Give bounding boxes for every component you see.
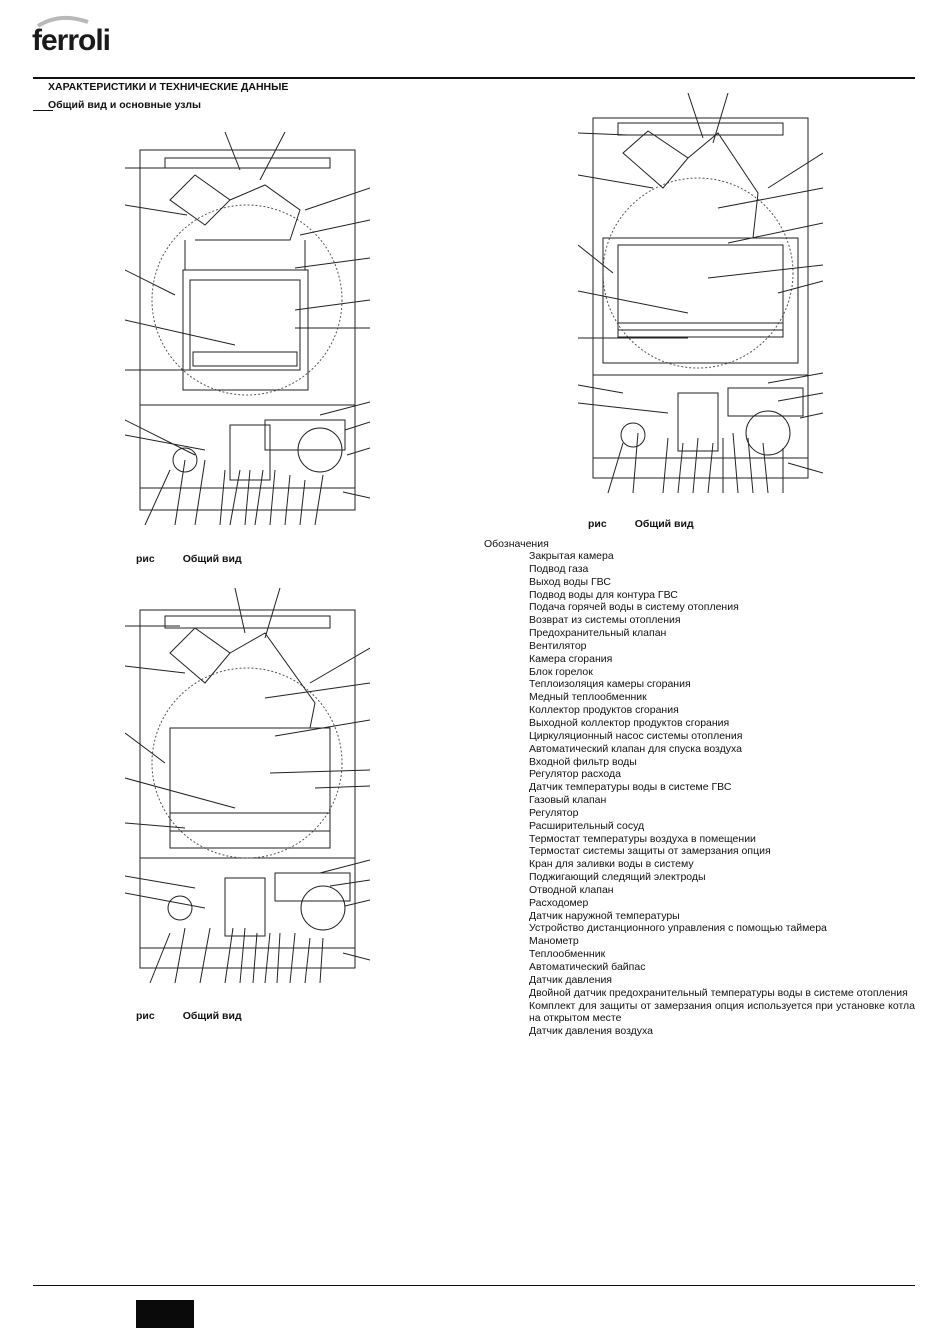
legend-item: Закрытая камера xyxy=(529,550,614,562)
legend-item: Устройство дистанционного управления с п… xyxy=(529,922,827,935)
legend-item: Камера сгорания xyxy=(529,652,613,665)
sub-title-marker xyxy=(33,110,53,111)
legend-item: Выходной коллектор продуктов сгорания xyxy=(529,716,730,729)
legend-item: Регулятор расхода xyxy=(529,768,621,781)
legend-item: Датчик давления xyxy=(529,973,612,986)
legend-heading: Обозначения xyxy=(484,538,549,550)
legend-item: Подвод воды для контура ГВС xyxy=(529,588,678,601)
legend-item: Коллектор продуктов сгорания xyxy=(529,704,679,717)
legend-item: Двойной датчик предохранительный темпера… xyxy=(529,986,908,999)
figure-prefix: рис xyxy=(588,518,607,530)
header-rule xyxy=(33,77,915,79)
legend-item: Манометр xyxy=(529,935,579,948)
legend-item: Теплообменник xyxy=(529,948,606,961)
boiler-drawing-3 xyxy=(124,587,371,988)
legend-item: Выход воды ГВС xyxy=(529,575,611,588)
legend-item: Входной фильтр воды xyxy=(529,755,637,768)
boiler-drawing-1 xyxy=(124,130,371,530)
legend-item: Термостат температуры воздуха в помещени… xyxy=(529,832,756,845)
legend-item: Автоматический байпас xyxy=(529,961,646,973)
legend-item: Циркуляционный насос системы отопления xyxy=(529,729,743,742)
page-number-tab xyxy=(136,1300,194,1328)
legend-item: Датчик температуры воды в системе ГВС xyxy=(529,781,732,794)
figure-prefix: рис xyxy=(136,1010,155,1022)
logo-text: ferroli xyxy=(32,24,111,57)
legend-item: Расширительный сосуд xyxy=(529,819,645,832)
legend-item: Датчик наружной температуры xyxy=(529,909,680,922)
legend-item: Медный теплообменник xyxy=(529,691,647,704)
boiler-schematic-1 xyxy=(124,131,371,526)
legend-item: Расходомер xyxy=(529,896,589,909)
boiler-schematic-3 xyxy=(124,587,371,984)
sub-title: Общий вид и основные узлы xyxy=(48,99,202,111)
figure-caption-3: рис Общий вид xyxy=(136,1010,242,1022)
legend-item: Предохранительный клапан xyxy=(529,627,667,640)
legend-item: Вентилятор xyxy=(529,639,587,652)
legend-item: Теплоизоляция камеры сгорания xyxy=(529,678,691,691)
figure-caption-2: рис Общий вид xyxy=(588,518,694,530)
figure-title: Общий вид xyxy=(182,1010,242,1022)
legend-item: Блок горелок xyxy=(529,665,593,678)
figure-prefix: рис xyxy=(136,553,155,565)
legend-item: Подвод газа xyxy=(529,562,589,575)
legend-item: Автоматический клапан для спуска воздуха xyxy=(529,742,742,755)
legend-item: Подача горячей воды в систему отопления xyxy=(529,601,739,614)
figure-title: Общий вид xyxy=(182,553,242,565)
legend-item: Кран для заливки воды в систему xyxy=(529,858,694,871)
ferroli-logo: ferroli xyxy=(30,14,120,62)
legend-item: Датчик давления воздуха xyxy=(529,1025,654,1038)
legend-item: Термостат системы защиты от замерзания о… xyxy=(529,845,771,858)
legend-item: Отводной клапан xyxy=(529,883,614,896)
boiler-drawing-2 xyxy=(577,92,824,498)
legend-item: Комплект для защиты от замерзания опция … xyxy=(529,999,915,1025)
boiler-schematic-2 xyxy=(577,92,824,494)
legend-item: Регулятор xyxy=(529,806,579,819)
legend-item: Газовый клапан xyxy=(529,794,607,807)
figure-caption-1: рис Общий вид xyxy=(136,553,242,565)
figure-title: Общий вид xyxy=(634,518,694,530)
footer-rule xyxy=(33,1285,915,1286)
legend-item: Возврат из системы отопления xyxy=(529,614,681,627)
legend-item: Поджигающий следящий электроды xyxy=(529,871,706,884)
logo-swoosh-icon xyxy=(36,15,89,28)
section-title: ХАРАКТЕРИСТИКИ И ТЕХНИЧЕСКИЕ ДАННЫЕ xyxy=(48,81,289,93)
